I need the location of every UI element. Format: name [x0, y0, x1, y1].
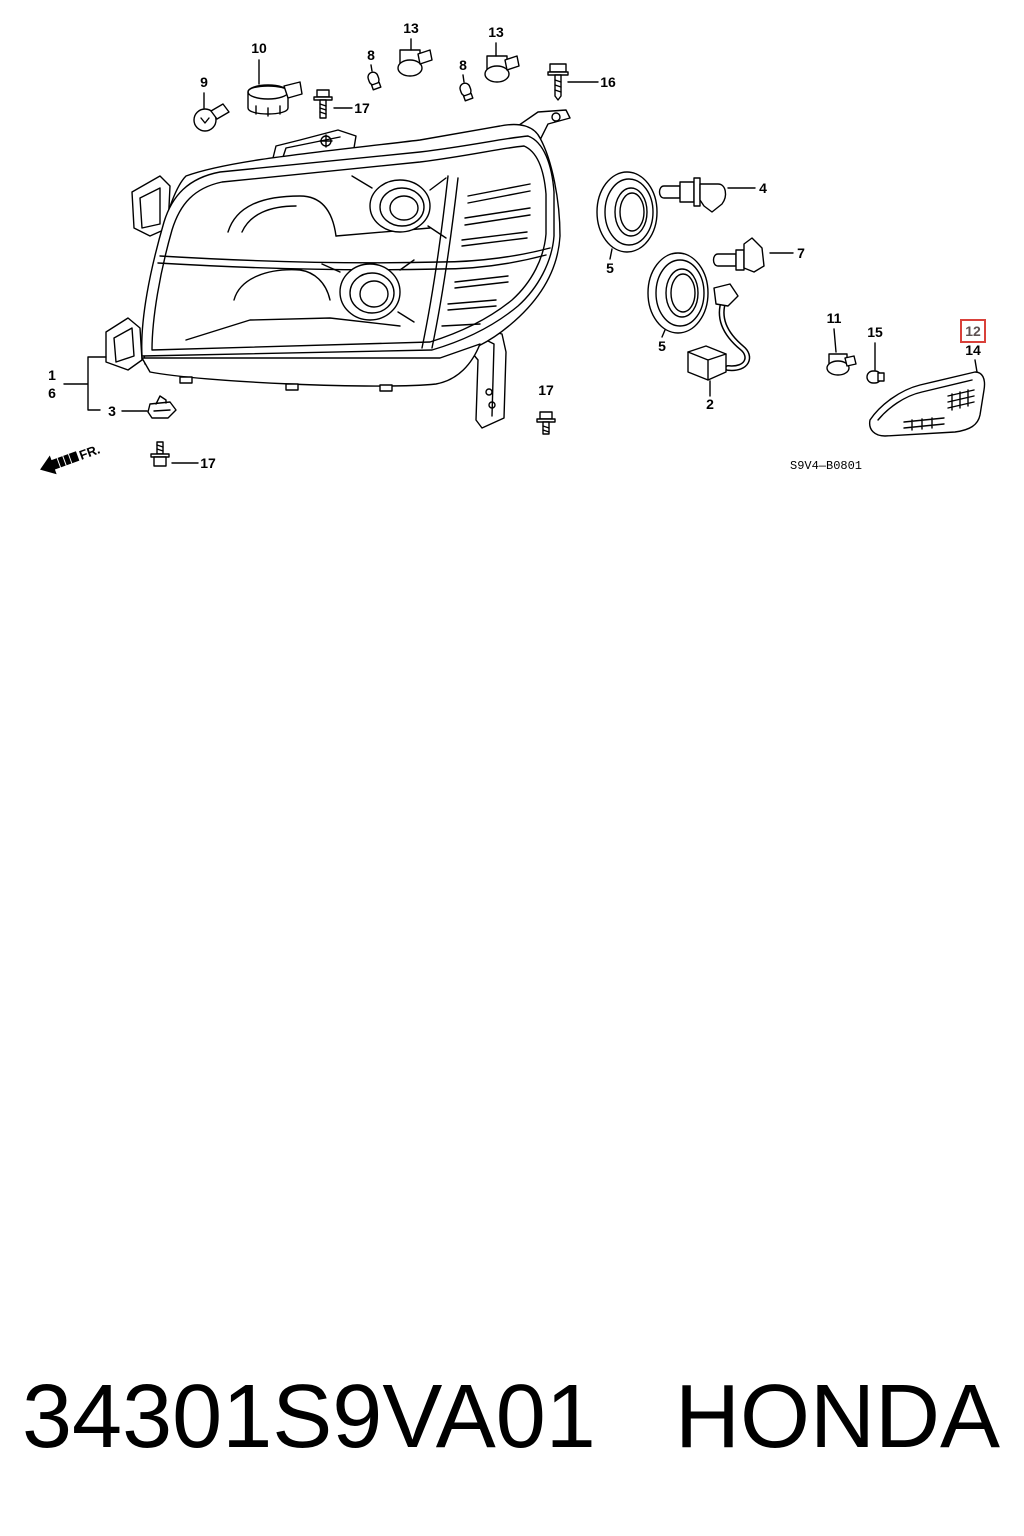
wedge-bulb-8-right-icon [459, 82, 474, 102]
bolt-17-middle-icon [536, 411, 556, 435]
bulb-15-icon [866, 370, 885, 384]
leader-5-lower [661, 329, 666, 338]
socket-11-icon [826, 353, 857, 376]
direction-label: FR. [77, 442, 102, 463]
callout-6: 6 [48, 385, 56, 401]
socket-13-right-icon [484, 55, 520, 83]
bulb-7-icon [712, 237, 765, 273]
part-number: 34301S9VA01 [22, 1367, 596, 1467]
callout-13-left: 13 [403, 20, 419, 36]
callout-2: 2 [706, 396, 714, 412]
seal-ring-5-upper-icon [596, 171, 658, 253]
callout-9: 9 [200, 74, 208, 90]
leader-5-upper [609, 248, 613, 260]
callout-17-bottom: 17 [200, 455, 216, 471]
callout-1: 1 [48, 367, 56, 383]
callout-7: 7 [797, 245, 805, 261]
callout-10: 10 [251, 40, 267, 56]
wedge-bulb-8-left-icon [367, 71, 382, 91]
bolt-17-top-icon [313, 89, 333, 119]
socket-13-left-icon [397, 49, 433, 77]
bolt-17-bottom-icon [150, 441, 170, 467]
seal-ring-5-lower-icon [647, 252, 709, 334]
callout-5-lower: 5 [658, 338, 666, 354]
callout-13-right: 13 [488, 24, 504, 40]
side-marker-lens-14-icon [868, 371, 986, 437]
callout-bracket-1-6 [63, 356, 107, 411]
headlight-assembly [105, 109, 571, 429]
leader-8-left [370, 64, 373, 72]
screw-16-icon [547, 63, 569, 101]
leader-11 [833, 328, 837, 353]
diagram-code: S9V4—B0801 [790, 459, 862, 473]
callout-8-left: 8 [367, 47, 375, 63]
callout-3: 3 [108, 403, 116, 419]
callout-17-top: 17 [354, 100, 370, 116]
clip-3-icon [147, 395, 177, 419]
callout-4: 4 [759, 180, 767, 196]
callout-11: 11 [827, 310, 842, 326]
highlight-box [960, 319, 986, 343]
brand-name: HONDA [675, 1367, 1001, 1467]
callout-5-upper: 5 [606, 260, 614, 276]
bulb-4-icon [658, 177, 727, 213]
callout-17-middle: 17 [538, 382, 554, 398]
parts-diagram: FR. 10 13 13 9 8 8 16 17 4 5 7 5 11 15 1… [40, 20, 986, 475]
socket-10-icon [247, 81, 303, 117]
callout-12-highlighted: 12 [965, 323, 981, 339]
leader-14 [974, 359, 978, 373]
front-direction-arrow-icon: FR. [40, 442, 102, 475]
leader-8-right [462, 74, 465, 83]
callout-15: 15 [867, 324, 883, 340]
bulb-9-icon [193, 103, 230, 132]
callout-16: 16 [600, 74, 616, 90]
callout-14: 14 [965, 342, 981, 358]
callout-8-right: 8 [459, 57, 467, 73]
wire-harness-2-icon [687, 283, 751, 381]
